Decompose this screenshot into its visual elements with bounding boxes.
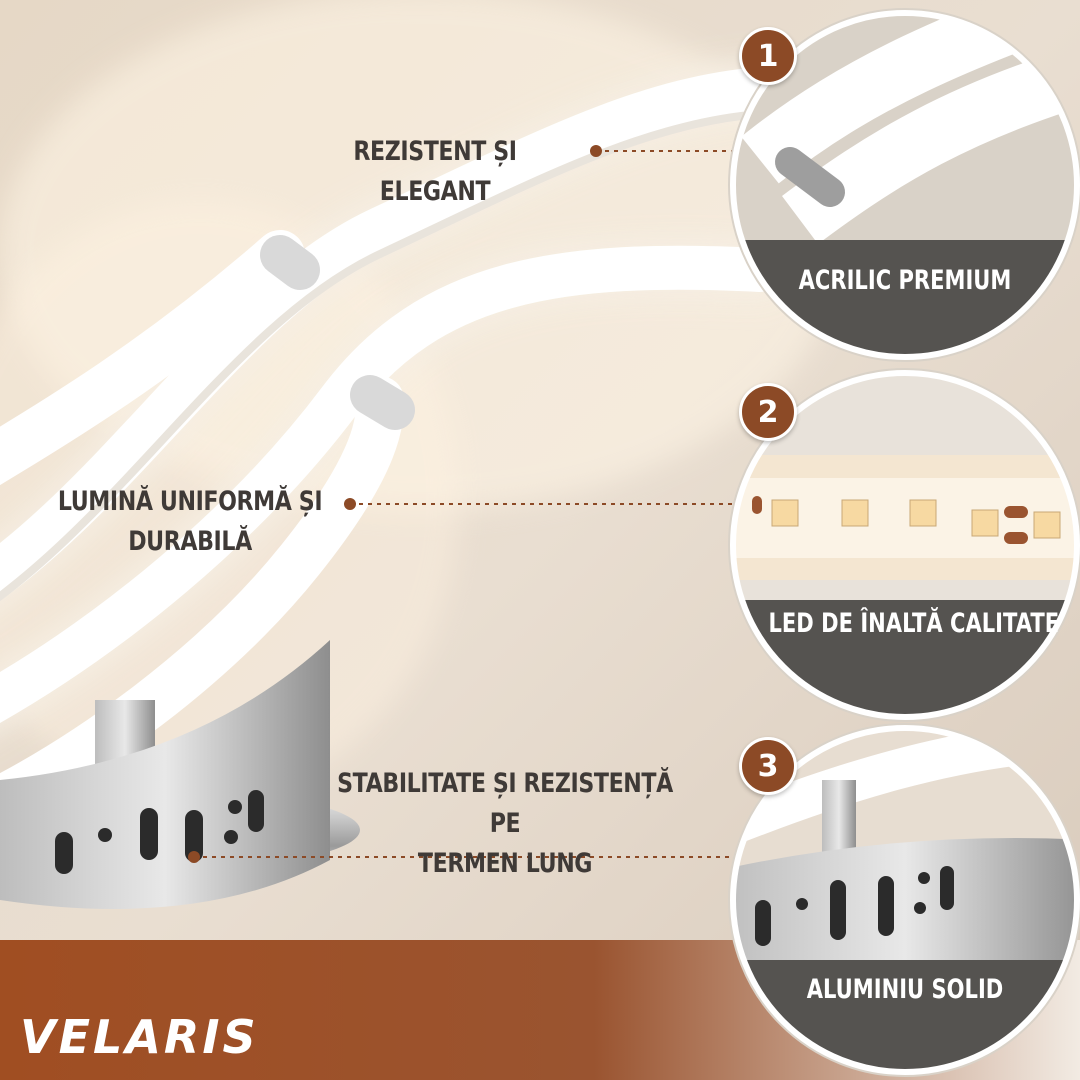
callout-rezistent-text: REZISTENT ȘI ELEGANT	[353, 136, 517, 207]
callout-stabilitate-line2: TERMEN LUNG	[417, 848, 593, 879]
detail-label-acrilic: ACRILIC PREMIUM	[798, 265, 1012, 296]
callout-lumina-line1: LUMINĂ UNIFORMĂ ȘI	[57, 486, 323, 517]
brand-logo: VELARIS	[20, 1010, 259, 1064]
callout-lumina: LUMINĂ UNIFORMĂ ȘI DURABILĂ	[51, 482, 330, 562]
callout-lumina-line2: DURABILĂ	[128, 526, 252, 557]
callout-rezistent: REZISTENT ȘI ELEGANT	[300, 132, 571, 212]
detail-badge-2: 2	[739, 383, 797, 441]
detail-badge-1: 1	[739, 27, 797, 85]
detail-label-aluminiu: ALUMINIU SOLID	[806, 974, 1004, 1005]
callout-stabilitate-line1: STABILITATE ȘI REZISTENȚĂ PE	[337, 768, 673, 839]
detail-badge-3: 3	[739, 737, 797, 795]
detail-label-led: LED DE ÎNALTĂ CALITATE	[768, 608, 1060, 639]
callout-stabilitate: STABILITATE ȘI REZISTENȚĂ PE TERMEN LUNG	[329, 764, 682, 884]
